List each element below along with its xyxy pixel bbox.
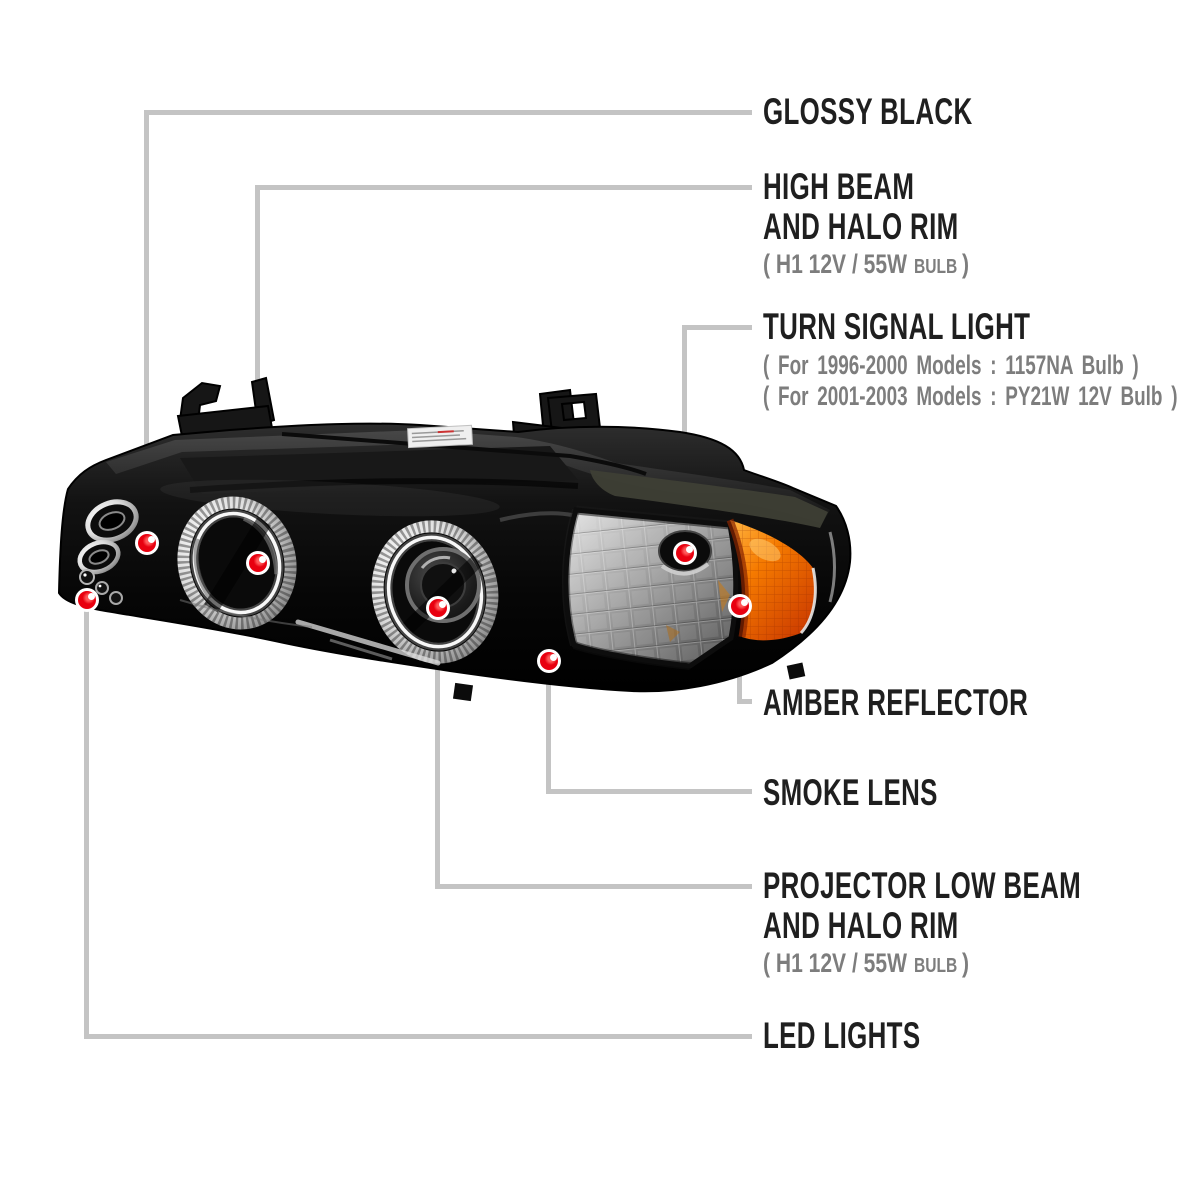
led-cluster — [79, 569, 123, 605]
callout-led-lights: LED LIGHTS — [763, 1016, 988, 1056]
callout-glossy-black: GLOSSY BLACK — [763, 92, 1062, 132]
bulb-spec-text: ( H1 12V / 55W — [763, 948, 907, 978]
marker-turn-signal — [673, 541, 697, 565]
callout-amber-reflector: AMBER REFLECTOR — [763, 683, 1142, 723]
parking-light-rings — [77, 499, 139, 575]
amber-reflector-shape — [726, 518, 817, 641]
connector-glossy-black — [144, 110, 149, 543]
marker-amber-reflector — [728, 594, 752, 618]
marker-projector-low-beam — [426, 596, 450, 620]
callout-title: GLOSSY BLACK — [763, 91, 973, 132]
connector-glossy-black-h — [144, 110, 752, 115]
halo-ring-high-beam — [177, 496, 297, 630]
callout-projector-low-beam: PROJECTOR LOW BEAM AND HALO RIM ( H1 12V… — [763, 866, 1200, 983]
connector-smoke-lens — [546, 661, 551, 794]
smoke-lens-section — [562, 505, 739, 670]
bulb-spec-small: BULB — [913, 955, 958, 977]
connector-projector-low-beam-h — [435, 884, 752, 889]
connector-high-beam — [255, 185, 260, 563]
dust-shield-strip — [590, 470, 828, 528]
callout-bulb-spec: ( H1 12V / 55W BULB) — [763, 247, 981, 284]
connector-led-lights-h — [84, 1034, 752, 1039]
marker-high-beam — [246, 551, 270, 575]
callout-high-beam: HIGH BEAM AND HALO RIM ( H1 12V / 55W BUL… — [763, 167, 1042, 284]
right-edge-highlight — [828, 531, 836, 603]
callout-title: TURN SIGNAL LIGHT — [763, 306, 1031, 347]
bulb-spec-close: ) — [961, 948, 970, 978]
callout-smoke-lens: SMOKE LENS — [763, 773, 1013, 813]
callout-sub-1996-2000: ( For 1996-2000 Models : 1157NA Bulb ) — [763, 350, 1139, 380]
marker-led-lights — [75, 588, 99, 612]
callout-title: PROJECTOR LOW BEAM — [763, 865, 1082, 906]
bulb-spec-close: ) — [961, 249, 970, 279]
callout-title: SMOKE LENS — [763, 772, 938, 813]
callout-title-line2: AND HALO RIM — [763, 905, 959, 946]
headlight-illustration — [57, 376, 852, 702]
connector-led-lights — [84, 600, 89, 1039]
callout-title: AMBER REFLECTOR — [763, 682, 1029, 723]
projector-lens — [403, 547, 483, 634]
callout-title-line2: AND HALO RIM — [763, 206, 959, 247]
bottom-tab-center — [452, 682, 474, 702]
adjuster-rod — [281, 432, 647, 476]
connector-smoke-lens-h — [546, 789, 752, 794]
connector-amber-reflector-h — [737, 699, 752, 704]
marker-glossy-black — [135, 531, 159, 555]
callout-turn-signal: TURN SIGNAL LIGHT ( For 1996-2000 Models… — [763, 307, 1200, 412]
connector-high-beam-h — [255, 185, 752, 190]
callout-title: HIGH BEAM — [763, 166, 915, 207]
callout-sub-2001-2003: ( For 2001-2003 Models : PY21W 12V Bulb … — [763, 381, 1178, 411]
bottom-tab-right — [786, 662, 806, 680]
connector-turn-signal-h — [682, 325, 752, 330]
bulb-spec-small: BULB — [913, 256, 958, 278]
callout-bulb-spec: ( H1 12V / 55W BULB) — [763, 946, 1117, 983]
bulb-spec-text: ( H1 12V / 55W — [763, 249, 907, 279]
marker-smoke-lens — [537, 649, 561, 673]
connector-projector-low-beam — [435, 608, 440, 889]
callout-title: LED LIGHTS — [763, 1015, 921, 1056]
spec-sticker — [407, 424, 474, 449]
